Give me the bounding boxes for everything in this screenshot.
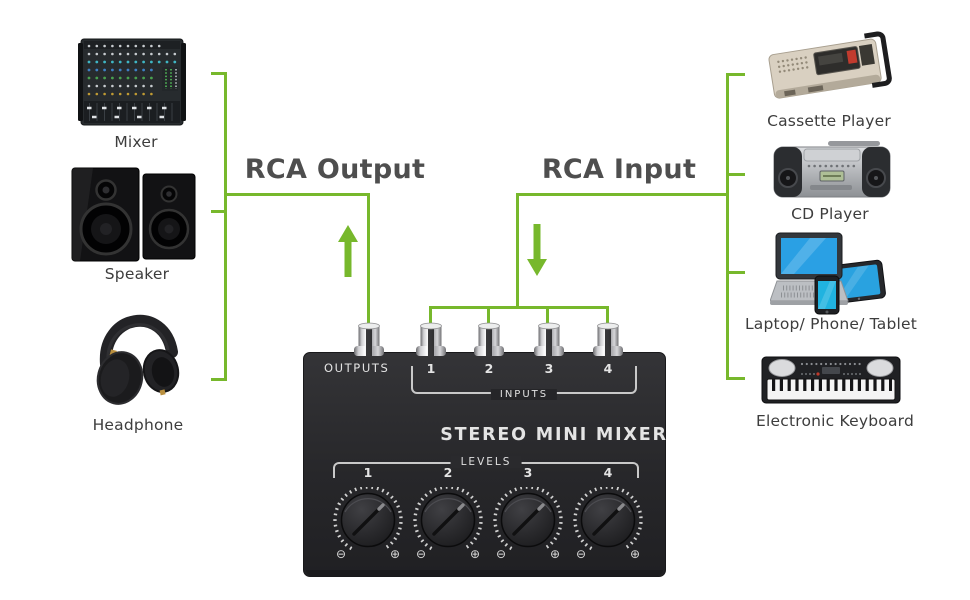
knob-4-max-icon: ⊕ xyxy=(629,547,641,561)
panel-title: STEREO MINI MIXER xyxy=(440,425,668,445)
output-wire-horizontal xyxy=(224,193,370,196)
knob-1-max-icon: ⊕ xyxy=(389,547,401,561)
knob-2-min-icon: ⊖ xyxy=(415,547,427,561)
rca-input-connector-1 xyxy=(416,322,446,356)
rca-output-connector xyxy=(354,322,384,356)
cassette-player-image xyxy=(768,31,892,99)
knob-4-min-icon: ⊖ xyxy=(575,547,587,561)
level-channel-number-4: 4 xyxy=(603,465,613,480)
cassette-player-label: Cassette Player xyxy=(767,112,891,130)
right-tick-keyboard xyxy=(726,377,745,380)
right-bracket-vertical xyxy=(726,73,729,380)
electronic-keyboard-label: Electronic Keyboard xyxy=(756,412,914,430)
level-channel-number-3: 3 xyxy=(523,465,533,480)
input-port-number-2: 2 xyxy=(484,361,494,376)
input-port-number-3: 3 xyxy=(544,361,554,376)
up-arrow-icon xyxy=(338,225,358,277)
knob-3-max-icon: ⊕ xyxy=(549,547,561,561)
level-knob-4[interactable] xyxy=(568,487,648,561)
speaker-image xyxy=(71,167,196,262)
level-knob-1[interactable] xyxy=(328,487,408,561)
stereo-mini-mixer-panel: OUTPUTS 1 2 3 4 INPUTS STEREO MINI MIXER… xyxy=(303,322,668,577)
levels-bracket: LEVELS xyxy=(333,456,639,478)
laptop-phone-tablet-image xyxy=(770,232,886,315)
left-tick-speaker xyxy=(211,210,227,213)
knob-2-max-icon: ⊕ xyxy=(469,547,481,561)
level-knob-2[interactable] xyxy=(408,487,488,561)
input-port-number-4: 4 xyxy=(603,361,613,376)
down-arrow-icon xyxy=(527,224,547,276)
rca-input-connector-3 xyxy=(534,322,564,356)
input-comb-tick-3 xyxy=(546,306,549,325)
left-tick-mixer xyxy=(211,72,227,75)
input-port-number-1: 1 xyxy=(426,361,436,376)
panel-bottom-edge xyxy=(306,570,663,576)
cd-player-label: CD Player xyxy=(791,205,869,223)
level-channel-number-1: 1 xyxy=(363,465,373,480)
left-tick-headphone xyxy=(211,378,227,381)
input-comb-tick-4 xyxy=(606,306,609,325)
input-wire-horizontal xyxy=(516,193,729,196)
cd-player-image xyxy=(773,141,891,198)
input-comb-horizontal xyxy=(429,306,609,309)
input-comb-tick-1 xyxy=(429,306,432,325)
right-tick-laptop xyxy=(726,271,745,274)
level-knob-3[interactable] xyxy=(488,487,568,561)
knob-1-min-icon: ⊖ xyxy=(335,547,347,561)
output-wire-drop xyxy=(367,193,370,325)
speaker-label: Speaker xyxy=(104,265,170,283)
mixer-image xyxy=(78,38,186,126)
input-comb-tick-2 xyxy=(487,306,490,325)
outputs-label: OUTPUTS xyxy=(324,361,390,375)
rca-output-title: RCA Output xyxy=(244,154,426,185)
knob-3-min-icon: ⊖ xyxy=(495,547,507,561)
inputs-bracket-label: INPUTS xyxy=(490,389,558,400)
levels-bracket-label: LEVELS xyxy=(450,456,522,468)
left-bracket-vertical xyxy=(224,72,227,381)
headphone-label: Headphone xyxy=(92,416,184,434)
rca-input-connector-2 xyxy=(474,322,504,356)
headphone-image xyxy=(96,314,180,405)
right-tick-cassette xyxy=(726,73,745,76)
inputs-bracket: INPUTS xyxy=(411,366,637,400)
right-tick-cd xyxy=(726,173,745,176)
rca-input-title: RCA Input xyxy=(541,154,697,185)
electronic-keyboard-image xyxy=(761,356,901,404)
level-channel-number-2: 2 xyxy=(443,465,453,480)
input-wire-drop xyxy=(516,193,519,309)
mixer-label: Mixer xyxy=(114,133,158,151)
laptop-phone-tablet-label: Laptop/ Phone/ Tablet xyxy=(744,315,918,333)
rca-input-connector-4 xyxy=(593,322,623,356)
